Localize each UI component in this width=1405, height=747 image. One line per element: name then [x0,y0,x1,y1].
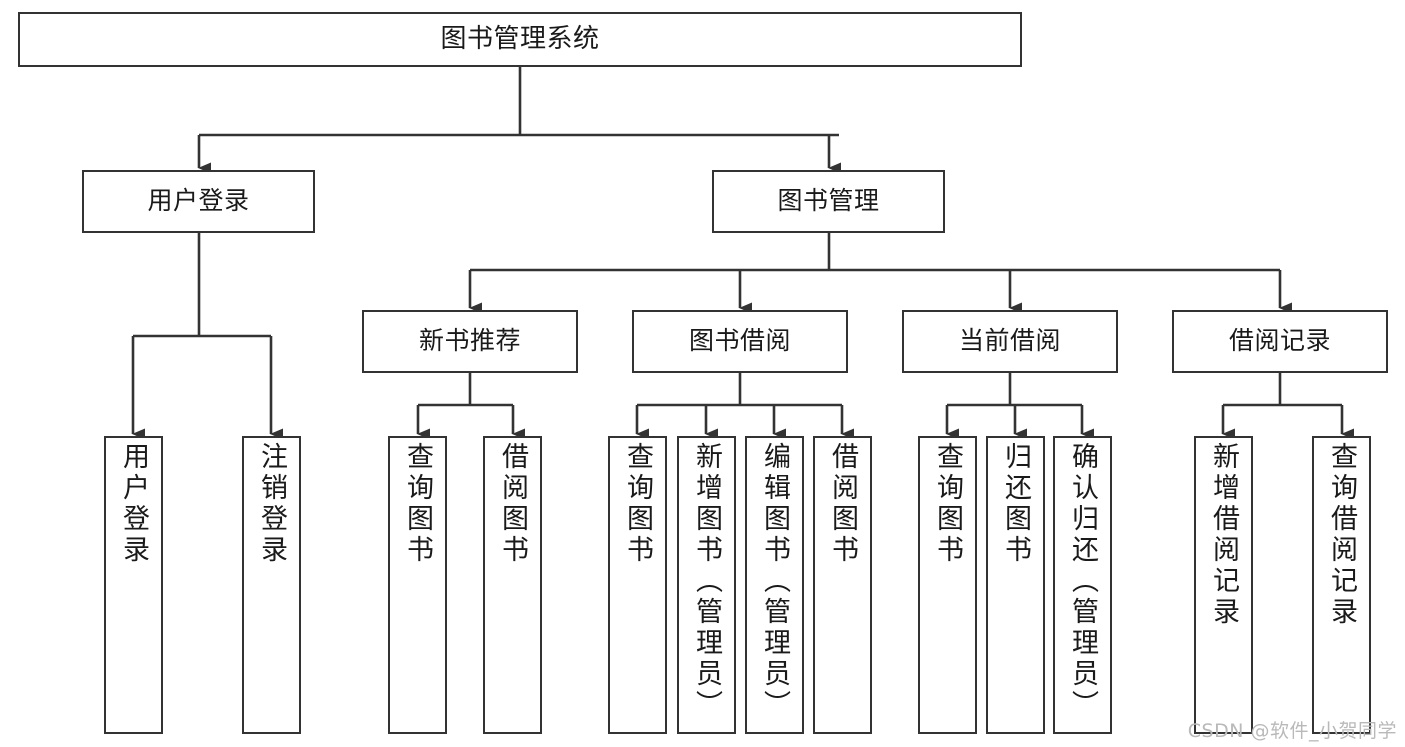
node-leaf-borrow-book-1[interactable]: 借阅图书 [483,436,542,734]
node-new-book-recommend[interactable]: 新书推荐 [362,310,578,373]
node-label: 注销登录 [256,442,287,566]
node-label: 图书管理系统 [440,23,600,54]
node-label: 图书借阅 [688,326,791,356]
node-root-system[interactable]: 图书管理系统 [18,12,1022,67]
node-label: 查询借阅记录 [1326,442,1357,628]
node-user-login[interactable]: 用户登录 [82,170,315,233]
node-label: 新增图书（管理员） [691,442,722,721]
node-leaf-logout-login[interactable]: 注销登录 [242,436,301,734]
node-label: 查询图书 [932,442,963,566]
node-book-management[interactable]: 图书管理 [712,170,945,233]
node-leaf-return-book[interactable]: 归还图书 [986,436,1045,734]
node-label: 编辑图书（管理员） [759,442,790,721]
node-label: 借阅图书 [497,442,528,566]
node-label: 图书管理 [777,186,880,216]
node-book-borrow[interactable]: 图书借阅 [632,310,848,373]
node-leaf-borrow-book-2[interactable]: 借阅图书 [813,436,872,734]
node-label: 确认归还（管理员） [1067,442,1098,721]
node-label: 新书推荐 [418,326,521,356]
node-leaf-query-book-2[interactable]: 查询图书 [608,436,667,734]
node-label: 借阅图书 [827,442,858,566]
csdn-watermark: CSDN @软件_小贺同学 [1187,720,1397,742]
node-leaf-confirm-return[interactable]: 确认归还（管理员） [1053,436,1112,734]
node-leaf-query-record[interactable]: 查询借阅记录 [1312,436,1371,734]
node-label: 用户登录 [147,186,250,216]
node-leaf-query-book-3[interactable]: 查询图书 [918,436,977,734]
node-label: 查询图书 [402,442,433,566]
node-label: 归还图书 [1000,442,1031,566]
node-leaf-user-login[interactable]: 用户登录 [104,436,163,734]
node-label: 当前借阅 [958,326,1061,356]
node-current-borrow[interactable]: 当前借阅 [902,310,1118,373]
node-label: 查询图书 [622,442,653,566]
node-borrow-record[interactable]: 借阅记录 [1172,310,1388,373]
node-leaf-add-book[interactable]: 新增图书（管理员） [677,436,736,734]
node-leaf-query-book-1[interactable]: 查询图书 [388,436,447,734]
node-label: 用户登录 [118,442,149,566]
node-leaf-add-record[interactable]: 新增借阅记录 [1194,436,1253,734]
node-label: 借阅记录 [1228,326,1331,356]
node-label: 新增借阅记录 [1208,442,1239,628]
node-leaf-edit-book[interactable]: 编辑图书（管理员） [745,436,804,734]
